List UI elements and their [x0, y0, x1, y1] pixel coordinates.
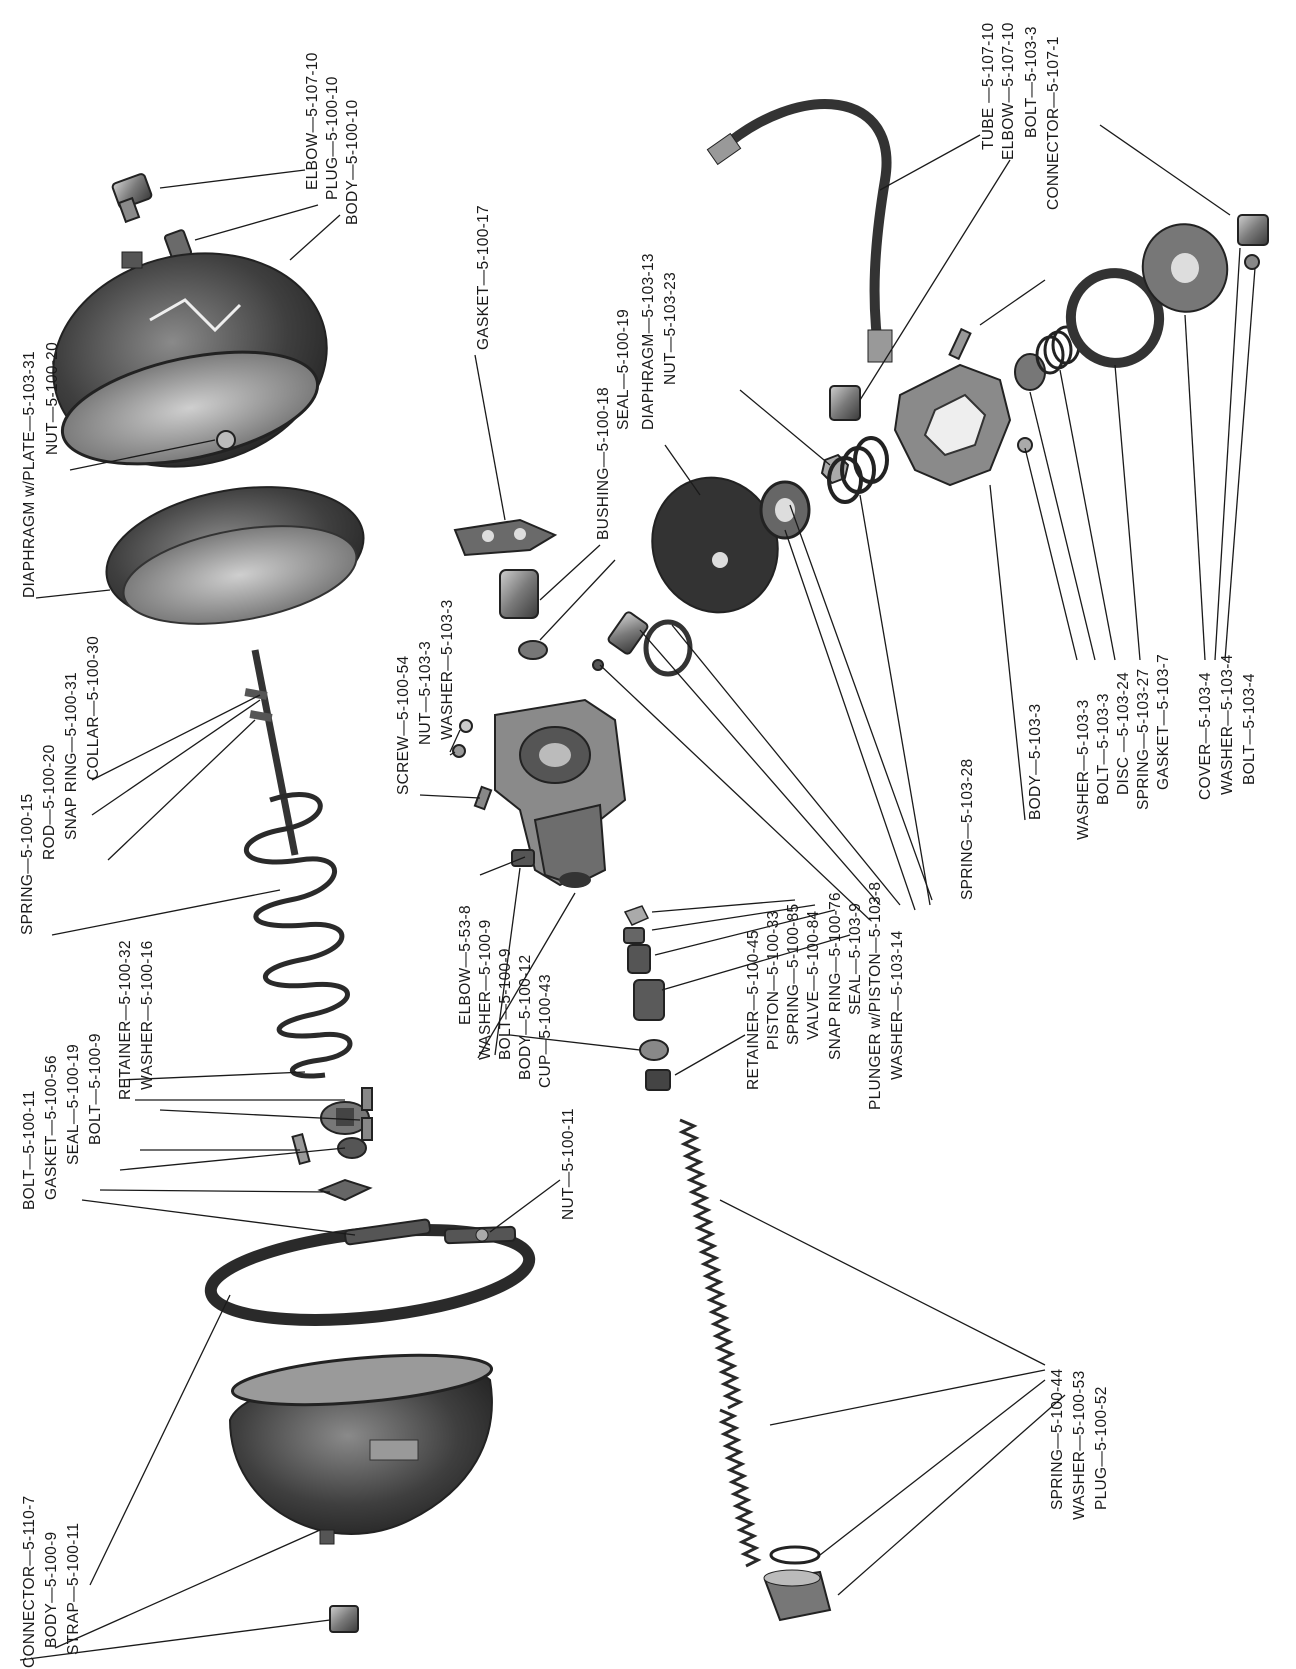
label-bushing-5-100-18: BUSHING—5-100-18 — [595, 387, 612, 540]
connector-5-107-1-fitting — [1237, 214, 1269, 270]
label-strap-5-100-11: STRAP—5-100-11 — [65, 1523, 82, 1655]
label-washer-5-103-3-mid: WASHER—5-103-3 — [439, 599, 456, 740]
spring-5-103-28 — [827, 436, 889, 504]
bolt-pair — [361, 1087, 373, 1141]
label-bolt-5-100-11: BOLT—5-100-11 — [21, 1090, 38, 1210]
label-piston-5-100-33: PISTON—5-100-33 — [765, 911, 782, 1050]
diaphragm-plate — [105, 486, 365, 625]
cover-5-103-4 — [1141, 223, 1229, 313]
label-body-5-100-10: BODY—5-100-10 — [344, 100, 361, 225]
label-plug-5-100-10: PLUG—5-100-10 — [324, 76, 341, 200]
label-spring-5-103-28: SPRING—5-103-28 — [959, 759, 976, 900]
label-snap-ring-5-100-31: SNAP RING—5-100-31 — [63, 672, 80, 840]
label-bolt-5-103-3-top: BOLT—5-103-3 — [1023, 26, 1040, 138]
gasket-5-103-7 — [1065, 268, 1165, 368]
label-tube-5-107-10: TUBE —5-107-10 — [980, 23, 997, 150]
nut-top — [216, 430, 236, 450]
label-washer-5-103-3-right: WASHER—5-103-3 — [1075, 699, 1092, 840]
lower-body-dome — [228, 1353, 494, 1545]
label-body-5-100-9: BODY—5-100-9 — [43, 1532, 60, 1648]
washer-5-100-53-ring — [769, 1545, 821, 1565]
label-seal-5-103-9: SEAL—5-103-9 — [847, 903, 864, 1015]
label-gasket-5-100-56: GASKET—5-100-56 — [43, 1055, 60, 1200]
diaphragm-5-103-13 — [651, 476, 779, 614]
label-disc-5-103-24: DISC —5-103-24 — [1115, 672, 1132, 795]
label-spring-5-100-44: SPRING—5-100-44 — [1049, 1368, 1066, 1510]
label-seal-5-100-19-lower: SEAL—5-100-19 — [65, 1044, 82, 1165]
label-nut-5-100-11: NUT—5-100-11 — [560, 1108, 577, 1220]
label-bolt-5-100-9-mid: BOLT—5-100-9 — [497, 948, 514, 1060]
connector-fitting-bottom — [329, 1605, 359, 1633]
clamp-strap-ring — [204, 1218, 536, 1326]
label-plunger-5-103-8: PLUNGER w/PISTON—5-103-8 — [867, 882, 884, 1110]
label-nut-5-103-23: NUT—5-103-23 — [662, 272, 679, 385]
label-screw-5-100-54: SCREW—5-100-54 — [395, 655, 412, 795]
label-elbow-5-107-10-top: ELBOW—5-107-10 — [304, 52, 321, 190]
label-plug-5-100-52: PLUG—5-100-52 — [1093, 1386, 1110, 1510]
label-washer-5-100-16: WASHER—5-100-16 — [139, 940, 156, 1090]
label-bolt-5-103-4: BOLT—5-103-4 — [1241, 673, 1258, 785]
elbow-fitting-right — [829, 385, 861, 421]
label-connector-5-107-1: CONNECTOR—5-107-1 — [1045, 36, 1062, 210]
label-bolt-5-100-9-lower: BOLT—5-100-9 — [87, 1033, 104, 1145]
label-valve-5-100-84: VALVE—5-100-84 — [805, 911, 822, 1040]
elbow-fitting-top — [111, 173, 153, 224]
long-return-spring — [678, 1118, 762, 1568]
bushing — [499, 569, 539, 619]
gasket-plate — [453, 518, 558, 557]
push-rod — [244, 649, 299, 856]
label-nut-5-103-3: NUT—5-103-3 — [417, 641, 434, 745]
small-seal-dot — [592, 659, 604, 671]
label-washer-5-100-53: WASHER—5-100-53 — [1071, 1370, 1088, 1520]
label-retainer-5-100-45: RETAINER—5-100-45 — [745, 930, 762, 1090]
label-washer-5-103-14: WASHER—5-103-14 — [889, 930, 906, 1080]
label-washer-5-103-4: WASHER—5-103-4 — [1219, 654, 1236, 795]
label-connector-5-110-7: CONNECTOR—5-110-7 — [21, 1496, 38, 1668]
label-gasket-5-103-7: GASKET—5-103-7 — [1155, 654, 1172, 790]
small-washer-nut — [452, 719, 473, 758]
label-seal-5-100-19-upper: SEAL—5-100-19 — [615, 309, 632, 430]
bolt-lower-left — [291, 1132, 311, 1166]
label-cup-5-100-43: CUP—5-100-43 — [537, 974, 554, 1088]
label-diaphragm-5-103-13: DIAPHRAGM—5-103-13 — [640, 253, 657, 430]
center-valve-body — [494, 698, 627, 888]
seal-ring-upper — [518, 640, 548, 660]
label-bolt-5-103-3-right: BOLT—5-103-3 — [1095, 693, 1112, 805]
callout-labels: ELBOW—5-107-10 PLUG—5-100-10 BODY—5-100-… — [19, 22, 1258, 1668]
label-diaphragm-plate-5-103-31: DIAPHRAGM w/PLATE—5-103-31 — [21, 351, 38, 598]
label-spring-5-103-27: SPRING—5-103-27 — [1135, 669, 1152, 810]
label-gasket-5-100-17: GASKET—5-100-17 — [475, 205, 492, 350]
seal-lower — [337, 1137, 367, 1159]
label-nut-5-100-20: NUT—5-100-20 — [44, 342, 61, 455]
disc-5-103-24 — [1014, 353, 1046, 391]
label-washer-5-100-9: WASHER—5-100-9 — [477, 919, 494, 1060]
small-stack-parts — [623, 905, 671, 1091]
body-5-103-3-housing — [893, 363, 1012, 487]
label-spring-5-100-85: SPRING—5-100-85 — [785, 904, 802, 1045]
label-elbow-5-53-8: ELBOW—5-53-8 — [457, 905, 474, 1025]
leader-lines — [19, 124, 1256, 1661]
plunger-piston — [607, 611, 649, 655]
label-collar-5-100-30: COLLAR—5-100-30 — [85, 636, 102, 780]
label-body-5-100-12: BODY—5-100-12 — [517, 955, 534, 1080]
gasket-lower — [317, 1178, 373, 1202]
large-spring — [243, 792, 353, 1079]
upper-body-dome — [52, 251, 328, 468]
o-ring-seal — [643, 619, 693, 677]
label-body-5-103-3: BODY—5-103-3 — [1027, 704, 1044, 820]
label-retainer-5-100-32: RETAINER—5-100-32 — [117, 940, 134, 1100]
label-rod-5-100-20: ROD—5-100-20 — [41, 744, 58, 860]
label-spring-5-100-15: SPRING—5-100-15 — [19, 794, 36, 935]
plug-5-100-52-fitting — [763, 1569, 832, 1622]
label-cover-5-103-4: COVER—5-103-4 — [1197, 672, 1214, 800]
small-washer-right — [1017, 437, 1033, 453]
screw-small — [473, 785, 493, 811]
tube-5-107-10 — [706, 99, 893, 363]
washer-5-103-14 — [759, 480, 811, 540]
label-snap-ring-5-100-76: SNAP RING—5-100-76 — [827, 892, 844, 1060]
label-elbow-5-107-10-right: ELBOW—5-107-10 — [1000, 22, 1017, 160]
bolt-right-top — [948, 327, 972, 361]
